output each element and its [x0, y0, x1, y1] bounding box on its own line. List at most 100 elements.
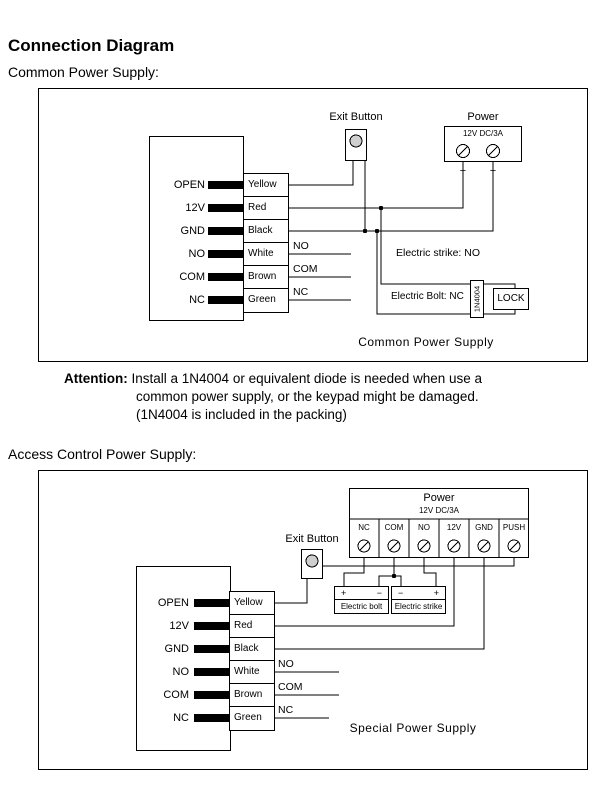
exit-button [301, 549, 323, 579]
exit-button [345, 129, 367, 161]
terminal-pin [208, 227, 243, 235]
wire-yellow-exit [289, 161, 354, 186]
terminal-label-12v: 12V [169, 620, 189, 632]
wiring-lines [289, 134, 516, 315]
terminal-label-gnd: GND [180, 225, 205, 237]
wire-color-black: Black [244, 220, 288, 243]
terminal-label-open: OPEN [173, 179, 205, 191]
wire-12v-red [274, 558, 455, 627]
terminal-label-nc: NC [173, 712, 189, 724]
power-terminal-push: PUSH [502, 523, 526, 532]
bolt-minus-sign: − [376, 588, 382, 598]
terminal-pin [194, 714, 229, 722]
lock-box: LOCK [493, 288, 529, 310]
junction-dots [362, 205, 384, 234]
terminal-label-12v: 12V [185, 202, 205, 214]
electric-bolt-box: + − Electric bolt [334, 586, 389, 614]
wire-color-table: Yellow Red Black White Brown Green [229, 591, 275, 731]
wire-no-strike-plus [423, 558, 437, 586]
wire-color-white: White [244, 243, 288, 266]
attention-line2: common power supply, or the keypad might… [136, 389, 479, 404]
wire-exit-yellow [274, 579, 308, 604]
power-screw-terminals [357, 539, 521, 553]
terminal-label-gnd: GND [164, 643, 189, 655]
wire-color-black: Black [230, 638, 274, 661]
power-supply-box [444, 126, 522, 162]
terminal-label-no: NO [188, 248, 206, 260]
wire-color-brown: Brown [230, 684, 274, 707]
power-terminal-com: COM [384, 523, 404, 532]
terminal-pin [208, 273, 243, 281]
strike-minus-sign: − [398, 588, 404, 598]
power-terminal-12v: 12V [446, 523, 462, 532]
wire-12v-lock [380, 208, 516, 288]
power-label: Power [467, 111, 499, 123]
page-title: Connection Diagram [8, 36, 175, 55]
attention-line1: Install a 1N4004 or equivalent diode is … [131, 371, 483, 386]
relay-label-nc: NC [293, 286, 309, 298]
wire-color-brown: Brown [244, 266, 288, 289]
terminal-label-com: COM [163, 689, 189, 701]
wire-color-green: Green [234, 712, 262, 723]
wire-color-table: Yellow Red Black White Brown Green [243, 173, 289, 313]
power-terminal-no: NO [418, 523, 430, 532]
wire-gnd-lock [376, 231, 516, 315]
terminal-pin [208, 181, 243, 189]
terminal-pin [208, 204, 243, 212]
terminal-label-no: NO [172, 666, 190, 678]
wire-black-power-minus [289, 162, 494, 232]
wire-color-green: Green [248, 294, 276, 305]
exit-button-label: Exit Button [285, 533, 339, 545]
diode-1n4004: 1N4004 [470, 280, 484, 318]
wiring-lines [274, 518, 529, 719]
diagram2-caption: Special Power Supply [349, 721, 477, 735]
power-rating: 12V DC/3A [462, 129, 504, 138]
wire-color-red: Red [244, 197, 288, 220]
terminal-label-com: COM [179, 271, 205, 283]
strike-plus-sign: + [433, 588, 439, 598]
relay-label-com: COM [278, 681, 303, 693]
relay-label-nc: NC [278, 704, 294, 716]
power-screw-terminals [456, 144, 500, 158]
exit-button-circle [349, 134, 363, 148]
electric-bolt-note: Electric Bolt: NC [391, 291, 464, 302]
electric-bolt-label: Electric bolt [340, 602, 383, 611]
power-terminal-gnd: GND [475, 523, 493, 532]
wire-com-strike-minus [394, 575, 402, 586]
terminal-pin [194, 691, 229, 699]
attention-note: Attention: Install a 1N4004 or equivalen… [64, 370, 544, 424]
electric-strike-label: Electric strike [394, 602, 443, 611]
electric-strike-box: − + Electric strike [391, 586, 446, 614]
bolt-plus-sign: + [341, 588, 347, 598]
junction-dots [391, 573, 397, 579]
diagram1-caption: Common Power Supply [358, 335, 494, 349]
terminal-pin [194, 622, 229, 630]
section-heading-access: Access Control Power Supply: [8, 446, 197, 462]
wire-red-power-plus [289, 162, 464, 209]
diagram-access-power: Power 12V DC/3A NC COM NO 12V GND PUSH E… [38, 470, 588, 770]
wire-color-white: White [230, 661, 274, 684]
wire-color-red: Red [230, 615, 274, 638]
terminal-pin [194, 668, 229, 676]
wire-color-yellow: Yellow [244, 174, 288, 197]
terminal-pin [194, 599, 229, 607]
wire-color-yellow: Yellow [230, 592, 274, 615]
diagram-common-power: OPEN 12V GND NO COM NC Yellow Red Black … [38, 88, 588, 362]
relay-label-no: NO [293, 240, 309, 252]
terminal-pin [208, 296, 243, 304]
relay-label-no: NO [278, 658, 294, 670]
power-box-cell-dividers [378, 519, 500, 558]
plus-sign: + [459, 165, 467, 177]
terminal-pin [194, 645, 229, 653]
electric-strike-note: Electric strike: NO [396, 247, 481, 259]
wire-push-exit [323, 558, 515, 567]
attention-line3: (1N4004 is included in the packing) [136, 407, 347, 422]
exit-button-label: Exit Button [329, 111, 383, 123]
terminal-label-nc: NC [189, 294, 205, 306]
terminal-pin [208, 250, 243, 258]
wire-com-bolt-minus [378, 558, 395, 586]
minus-sign: − [489, 165, 497, 177]
power-terminal-nc: NC [358, 523, 370, 532]
wire-gnd-black [274, 558, 485, 650]
